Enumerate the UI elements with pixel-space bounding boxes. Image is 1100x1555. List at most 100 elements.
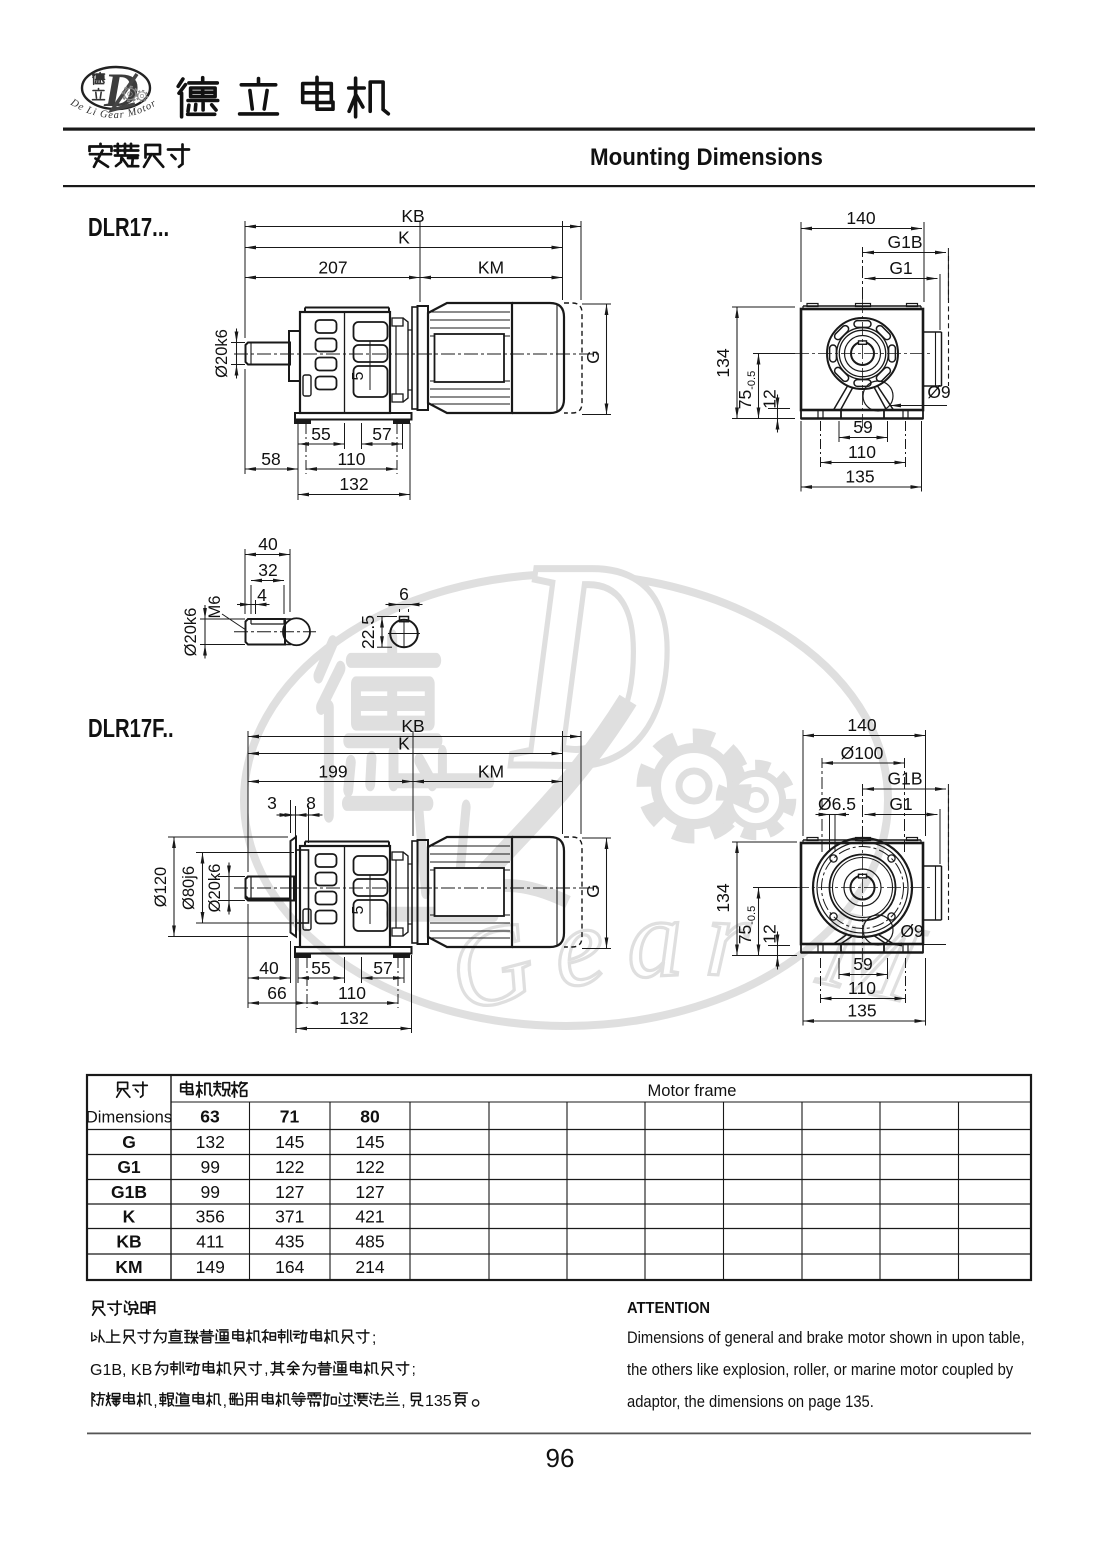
svg-text:4: 4 bbox=[257, 585, 267, 605]
svg-text:435: 435 bbox=[275, 1231, 304, 1251]
svg-text:5: 5 bbox=[350, 371, 367, 380]
svg-text:110: 110 bbox=[338, 449, 366, 469]
svg-text:32: 32 bbox=[258, 560, 277, 580]
svg-text:DLR17...: DLR17... bbox=[88, 213, 169, 242]
svg-text:Ø20k6: Ø20k6 bbox=[213, 329, 231, 378]
svg-text:8: 8 bbox=[306, 793, 316, 813]
svg-text:40: 40 bbox=[258, 534, 278, 554]
svg-text:99: 99 bbox=[201, 1182, 220, 1202]
svg-text:M6: M6 bbox=[206, 596, 224, 619]
svg-text:127: 127 bbox=[275, 1182, 304, 1202]
svg-text:214: 214 bbox=[355, 1257, 384, 1277]
svg-text:80: 80 bbox=[360, 1107, 380, 1127]
svg-text:134: 134 bbox=[713, 883, 733, 912]
svg-text:K: K bbox=[398, 228, 410, 248]
svg-text:132: 132 bbox=[339, 474, 368, 494]
svg-text:;: ; bbox=[372, 1330, 376, 1347]
svg-text:KB: KB bbox=[116, 1231, 141, 1251]
svg-text:Motor frame: Motor frame bbox=[648, 1082, 737, 1100]
svg-text:122: 122 bbox=[275, 1157, 304, 1177]
svg-text:5: 5 bbox=[350, 905, 367, 914]
svg-text:K: K bbox=[123, 1206, 136, 1226]
svg-text:Ø9: Ø9 bbox=[927, 382, 950, 402]
svg-text:KB: KB bbox=[401, 206, 424, 226]
svg-text:58: 58 bbox=[261, 449, 280, 469]
svg-text:135: 135 bbox=[425, 1393, 452, 1410]
svg-text:the others like explosion, rol: the others like explosion, roller, or ma… bbox=[627, 1361, 1013, 1379]
svg-text:Ø80j6: Ø80j6 bbox=[180, 866, 198, 910]
svg-text:40: 40 bbox=[259, 958, 279, 978]
svg-text:135: 135 bbox=[847, 1001, 876, 1021]
svg-text:,: , bbox=[264, 1361, 268, 1378]
svg-text:Ø20k6: Ø20k6 bbox=[182, 608, 200, 657]
svg-text:127: 127 bbox=[355, 1182, 384, 1202]
svg-text:145: 145 bbox=[275, 1132, 304, 1152]
svg-text:G: G bbox=[583, 350, 603, 364]
svg-text:132: 132 bbox=[196, 1132, 225, 1152]
svg-text:57: 57 bbox=[372, 424, 391, 444]
svg-text:G1: G1 bbox=[889, 794, 912, 814]
svg-text:DLR17F..: DLR17F.. bbox=[88, 714, 174, 743]
svg-text:KM: KM bbox=[478, 258, 504, 278]
svg-text:57: 57 bbox=[373, 958, 392, 978]
svg-text:207: 207 bbox=[318, 258, 347, 278]
svg-text:G1: G1 bbox=[117, 1157, 141, 1177]
svg-text:,: , bbox=[153, 1393, 157, 1410]
svg-text:96: 96 bbox=[546, 1443, 575, 1473]
svg-text:Mounting Dimensions: Mounting Dimensions bbox=[590, 143, 823, 170]
svg-text:135: 135 bbox=[845, 467, 874, 487]
svg-text:134: 134 bbox=[713, 348, 733, 377]
svg-text:66: 66 bbox=[267, 983, 286, 1003]
svg-text:G1B, KB: G1B, KB bbox=[90, 1362, 152, 1379]
svg-text:132: 132 bbox=[339, 1008, 368, 1028]
svg-text:55: 55 bbox=[311, 958, 330, 978]
svg-text:Ø120: Ø120 bbox=[152, 867, 170, 907]
svg-text:Dimensions: Dimensions bbox=[86, 1109, 172, 1127]
svg-text:164: 164 bbox=[275, 1257, 304, 1277]
svg-text:,: , bbox=[223, 1393, 227, 1410]
svg-text:421: 421 bbox=[355, 1206, 384, 1226]
svg-text:63: 63 bbox=[200, 1107, 220, 1127]
svg-text:22.5: 22.5 bbox=[358, 615, 378, 649]
svg-text:adaptor, the dimensions on pag: adaptor, the dimensions on page 135. bbox=[627, 1393, 874, 1411]
svg-text:ATTENTION: ATTENTION bbox=[627, 1299, 710, 1317]
svg-text:485: 485 bbox=[355, 1231, 384, 1251]
svg-text:G1B: G1B bbox=[111, 1182, 147, 1202]
svg-text:55: 55 bbox=[311, 424, 330, 444]
svg-text:12: 12 bbox=[760, 924, 780, 943]
svg-text:110: 110 bbox=[848, 978, 876, 998]
svg-text:140: 140 bbox=[846, 208, 875, 228]
svg-text:110: 110 bbox=[338, 983, 366, 1003]
svg-text:G1B: G1B bbox=[887, 232, 922, 252]
svg-text:99: 99 bbox=[201, 1157, 220, 1177]
svg-text:KM: KM bbox=[115, 1257, 142, 1277]
svg-text:3: 3 bbox=[267, 793, 277, 813]
svg-text:71: 71 bbox=[280, 1107, 300, 1127]
svg-text:12: 12 bbox=[760, 389, 780, 408]
svg-text:6: 6 bbox=[399, 584, 409, 604]
svg-text:K: K bbox=[398, 734, 410, 754]
svg-text:Ø20k6: Ø20k6 bbox=[206, 864, 224, 913]
svg-text:110: 110 bbox=[848, 442, 876, 462]
svg-text:122: 122 bbox=[355, 1157, 384, 1177]
svg-text:371: 371 bbox=[275, 1206, 304, 1226]
svg-text:145: 145 bbox=[355, 1132, 384, 1152]
svg-text:140: 140 bbox=[847, 715, 876, 735]
svg-text:199: 199 bbox=[318, 762, 347, 782]
svg-text:KB: KB bbox=[401, 716, 424, 736]
svg-text:411: 411 bbox=[196, 1231, 224, 1251]
svg-text:Ø100: Ø100 bbox=[841, 743, 884, 763]
svg-text:G1: G1 bbox=[889, 258, 912, 278]
svg-text:Dimensions of general and brak: Dimensions of general and brake motor sh… bbox=[627, 1329, 1025, 1347]
svg-text:59: 59 bbox=[853, 417, 872, 437]
svg-text:,: , bbox=[401, 1393, 405, 1410]
svg-text:59: 59 bbox=[853, 954, 872, 974]
svg-text:G: G bbox=[122, 1132, 136, 1152]
svg-text:;: ; bbox=[412, 1361, 416, 1378]
svg-text:356: 356 bbox=[196, 1206, 225, 1226]
svg-text:Ø6.5: Ø6.5 bbox=[818, 794, 856, 814]
svg-text:G1B: G1B bbox=[887, 769, 922, 789]
svg-text:G: G bbox=[583, 884, 603, 898]
svg-text:149: 149 bbox=[196, 1257, 225, 1277]
svg-text:KM: KM bbox=[478, 762, 504, 782]
